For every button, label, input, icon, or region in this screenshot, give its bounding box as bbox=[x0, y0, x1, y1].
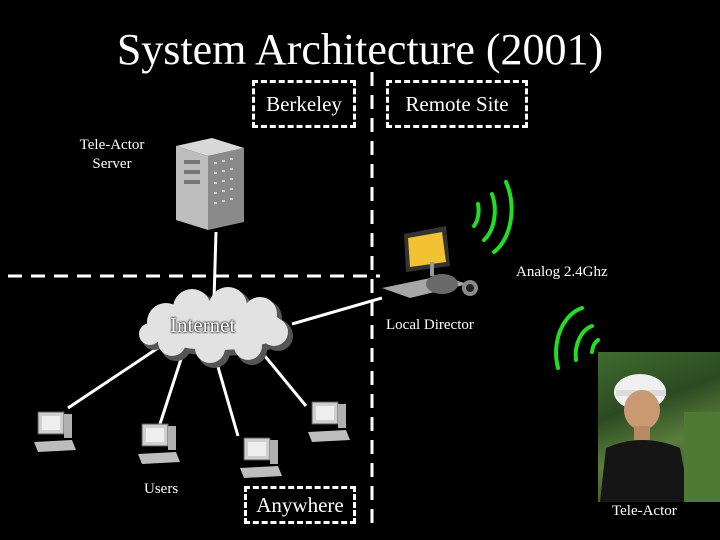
link-server-internet bbox=[212, 231, 218, 301]
user-computer-icon-2 bbox=[138, 423, 180, 464]
tele-actor-label: Tele-Actor bbox=[612, 503, 677, 519]
user-computer-icon-3 bbox=[240, 437, 282, 478]
internet-cloud-icon bbox=[139, 287, 293, 368]
user-computer-icon-1 bbox=[34, 411, 76, 452]
link-internet-director bbox=[291, 296, 383, 326]
server-icon bbox=[176, 138, 244, 230]
user-computer-icon-4 bbox=[308, 401, 350, 442]
wireless-signal-icon-actor bbox=[554, 306, 600, 370]
tele-actor-person-icon bbox=[600, 374, 720, 502]
link-internet-user-2 bbox=[158, 355, 184, 425]
link-internet-user-3 bbox=[214, 359, 240, 437]
remote-site-region-label: Remote Site bbox=[386, 80, 528, 128]
link-internet-user-4 bbox=[258, 349, 308, 407]
anywhere-region-label: Anywhere bbox=[244, 486, 356, 524]
slide-title: System Architecture (2001) bbox=[116, 25, 604, 74]
local-director-icon bbox=[382, 226, 478, 298]
local-director-label: Local Director bbox=[386, 317, 474, 333]
tele-actor-photo bbox=[598, 352, 720, 502]
wireless-signal-icon-director bbox=[472, 180, 514, 254]
internet-label: Internet bbox=[170, 313, 236, 337]
users-label: Users bbox=[144, 481, 179, 497]
berkeley-region-label: Berkeley bbox=[252, 80, 356, 128]
link-internet-user-1 bbox=[67, 338, 171, 410]
wireless-label: Analog 2.4Ghz bbox=[516, 264, 608, 280]
server-label: Tele-Actor Server bbox=[79, 137, 145, 172]
